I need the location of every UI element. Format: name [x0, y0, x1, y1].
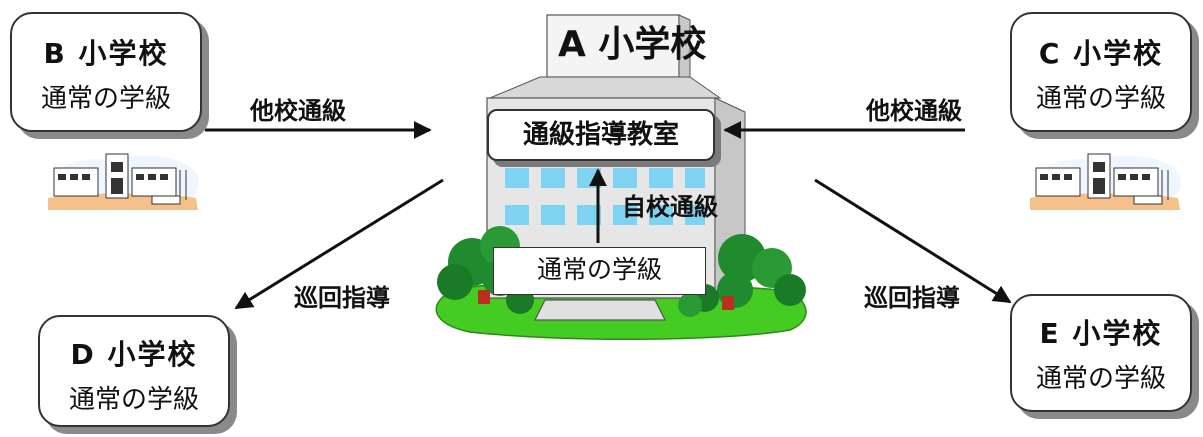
school-b-name: B 小学校 [43, 37, 169, 70]
school-building-icon [48, 153, 199, 210]
label-itinerant-right: 巡回指導 [864, 284, 960, 312]
stone-path [534, 299, 666, 321]
label-own-school: 自校通級 [622, 193, 718, 221]
school-c-box: C 小学校 通常の学級 [1010, 12, 1192, 132]
bushes-right [678, 234, 806, 317]
school-d-name: D 小学校 [70, 338, 198, 371]
arrow-a-to-e [814, 178, 1012, 304]
school-e-box: E 小学校 通常の学級 [1010, 294, 1192, 412]
tsukyu-room-box: 通級指導教室 [487, 109, 715, 161]
rooftop-tower [546, 14, 680, 78]
building-title: A 小学校 [558, 24, 707, 65]
school-d-box: D 小学校 通常の学級 [38, 315, 230, 427]
label-other-school-left: 他校通級 [250, 97, 346, 125]
school-d-class: 通常の学級 [68, 385, 199, 415]
school-b-class: 通常の学級 [40, 84, 171, 114]
label-itinerant-left: 巡回指導 [294, 284, 390, 312]
school-b-box: B 小学校 通常の学級 [10, 12, 202, 132]
school-c-class: 通常の学級 [1035, 84, 1166, 114]
school-building-icon [1030, 153, 1181, 210]
school-e-name: E 小学校 [1039, 317, 1163, 350]
label-other-school-right: 他校通級 [866, 97, 962, 125]
arrow-a-to-d [234, 178, 444, 310]
home-class-box: 通常の学級 [493, 247, 706, 295]
school-e-class: 通常の学級 [1035, 364, 1166, 394]
school-c-name: C 小学校 [1038, 37, 1164, 70]
